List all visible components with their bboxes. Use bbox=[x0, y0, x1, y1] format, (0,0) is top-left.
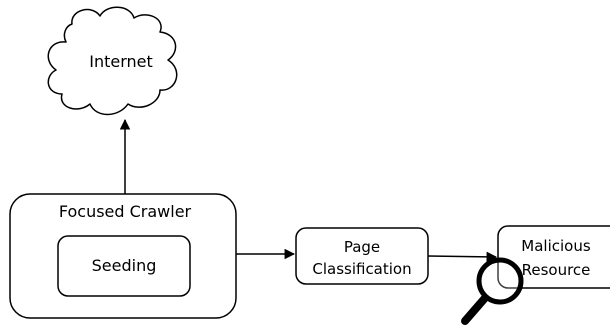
page-classification-label-line-2: Classification bbox=[312, 260, 412, 278]
internet-label: Internet bbox=[89, 52, 153, 71]
page-classification-label-line-1: Page bbox=[343, 238, 381, 256]
seeding-box bbox=[57, 235, 191, 297]
malicious-resource-box bbox=[497, 225, 610, 289]
seeding-label: Seeding bbox=[91, 256, 157, 275]
focused-crawler-label: Focused Crawler bbox=[58, 202, 192, 221]
arrow-classification-to-malicious bbox=[427, 251, 498, 263]
magnifying-glass-icon bbox=[461, 257, 524, 325]
malicious-resource-label-line-1: Malicious bbox=[521, 237, 591, 255]
malicious-resource-label-line-2: Resource bbox=[521, 261, 591, 279]
internet-cloud-shape bbox=[47, 6, 178, 116]
